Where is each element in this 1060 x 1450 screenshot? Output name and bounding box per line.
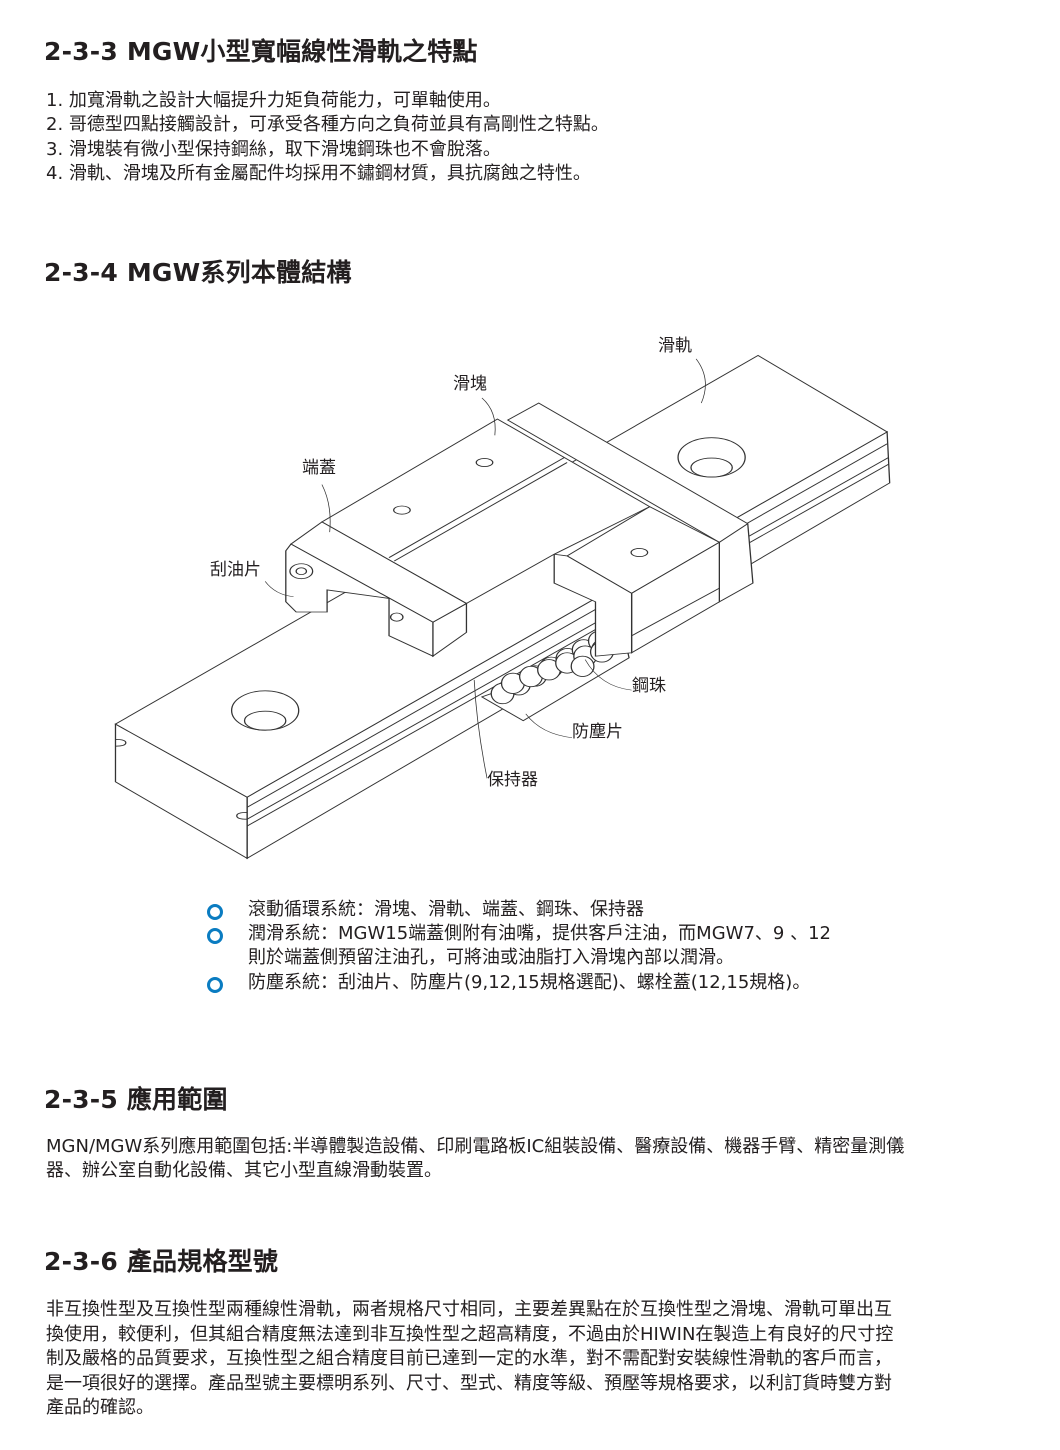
rail-mounting-hole — [230, 690, 300, 731]
system-bullet: 防塵系統：刮油片、防塵片(9,12,15規格選配)、螺栓蓋(12,15規格)。 — [248, 972, 811, 993]
label-retainer: 保持器 — [487, 770, 538, 790]
section-heading-2-3-6: 2-3-6 產品規格型號 — [44, 1247, 279, 1276]
steel-ball — [570, 655, 595, 677]
section-heading-2-3-3: 2-3-3 MGW小型寬幅線性滑軌之特點 — [44, 37, 478, 66]
scraper — [285, 543, 434, 657]
section-heading-2-3-4: 2-3-4 MGW系列本體結構 — [44, 258, 352, 287]
slider-block — [285, 402, 754, 658]
paragraph-line: 產品的確認。 — [46, 1397, 154, 1418]
bullet-icon — [207, 977, 223, 993]
paragraph-line: MGN/MGW系列應用範圍包括:半導體製造設備、印刷電路板IC組裝設備、醫療設備… — [46, 1136, 905, 1157]
label-rail: 滑軌 — [658, 336, 692, 356]
feature-item: 4. 滑軌、滑塊及所有金屬配件均採用不鏽鋼材質，具抗腐蝕之特性。 — [46, 163, 591, 184]
label-dust-plate: 防塵片 — [572, 722, 623, 742]
paragraph-line: 是一項很好的選擇。產品型號主要標明系列、尺寸、型式、精度等級、預壓等規格要求，以… — [46, 1373, 892, 1394]
paragraph-line: 器、辦公室自動化設備、其它小型直線滑動裝置。 — [46, 1160, 442, 1181]
bullet-icon — [207, 928, 223, 944]
feature-item: 3. 滑塊裝有微小型保持鋼絲，取下滑塊鋼珠也不會脫落。 — [46, 139, 501, 160]
label-scraper: 刮油片 — [210, 560, 261, 580]
leader-lines — [264, 358, 706, 779]
system-bullet-continued: 則於端蓋側預留注油孔，可將油或油脂打入滑塊內部以潤滑。 — [248, 947, 734, 968]
rail-mounting-hole — [677, 437, 746, 478]
label-block: 滑塊 — [453, 374, 487, 394]
feature-item: 1. 加寬滑軌之設計大幅提升力矩負荷能力，可單軸使用。 — [46, 90, 501, 111]
bullet-icon — [207, 904, 223, 920]
label-balls: 鋼珠 — [632, 676, 666, 696]
system-bullet: 滾動循環系統：滑塊、滑軌、端蓋、鋼珠、保持器 — [248, 899, 644, 920]
system-bullet: 潤滑系統：MGW15端蓋側附有油嘴，提供客戶注油，而MGW7、9 、12 — [248, 923, 831, 944]
feature-item: 2. 哥德型四點接觸設計，可承受各種方向之負荷並具有高剛性之特點。 — [46, 114, 609, 135]
label-end-cap: 端蓋 — [302, 458, 336, 478]
section-heading-2-3-5: 2-3-5 應用範圍 — [44, 1085, 228, 1114]
paragraph-line: 非互換性型及互換性型兩種線性滑軌，兩者規格尺寸相同，主要差異點在於互換性型之滑塊… — [46, 1299, 892, 1320]
linear-guide-structure-diagram — [114, 354, 891, 860]
paragraph-line: 換使用，較便利，但其組合精度無法達到非互換性型之超高精度，不過由於HIWIN在製… — [46, 1324, 894, 1345]
paragraph-line: 制及嚴格的品質要求，互換性型之組合精度目前已達到一定的水準，對不需配對安裝線性滑… — [46, 1348, 892, 1369]
